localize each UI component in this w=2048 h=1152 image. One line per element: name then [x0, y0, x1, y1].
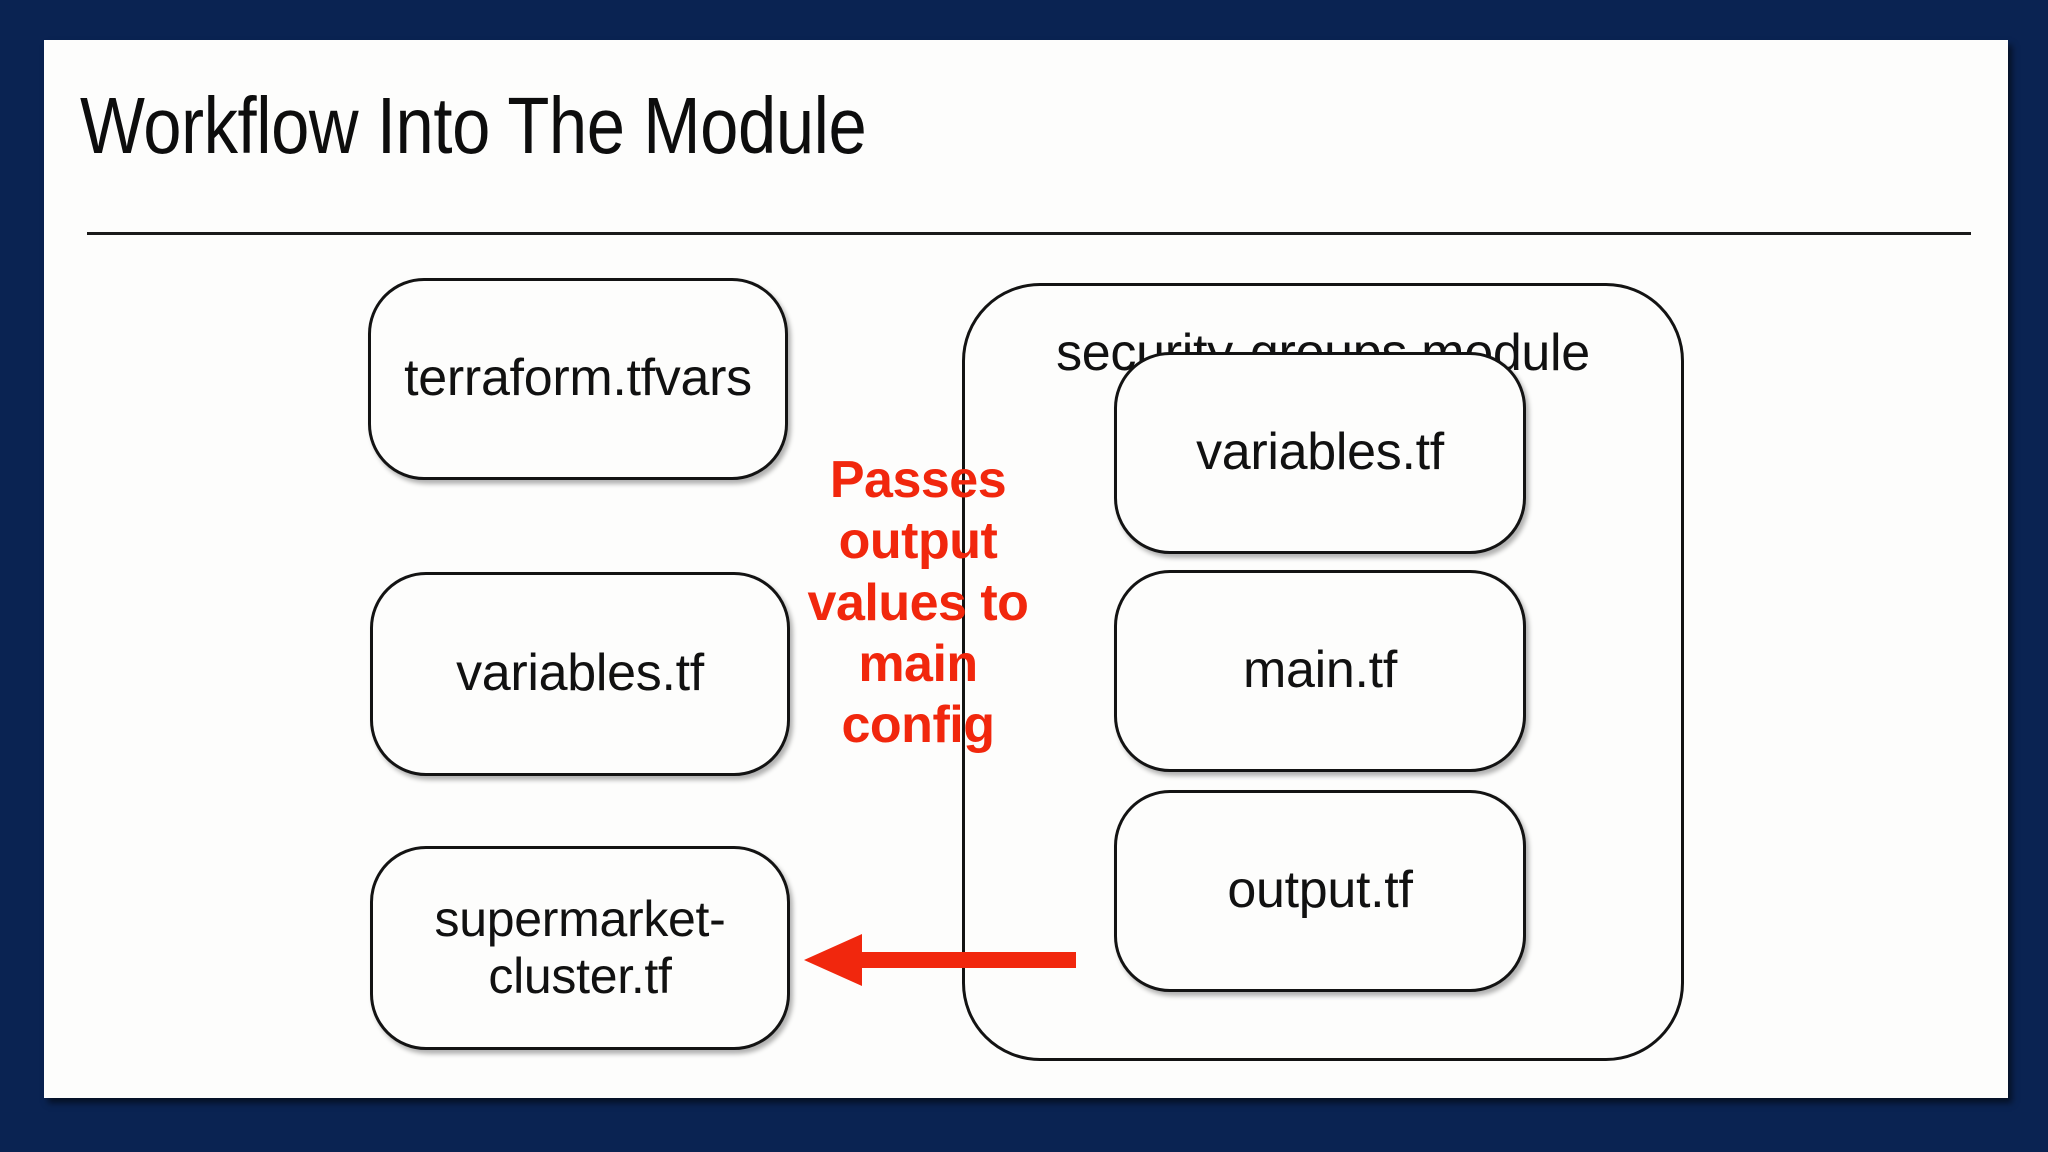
page-title: Workflow Into The Module	[80, 81, 867, 170]
security-groups-module-container[interactable]	[962, 283, 1684, 1061]
node-main-tf[interactable]: main.tf	[1114, 570, 1526, 772]
slide-card: Workflow Into The Module terraform.tfvar…	[44, 40, 2008, 1098]
node-supermarket-cluster-tf[interactable]: supermarket-cluster.tf	[370, 846, 790, 1050]
title-divider	[87, 232, 1971, 235]
node-variables-tf-module[interactable]: variables.tf	[1114, 352, 1526, 554]
workflow-diagram: terraform.tfvars variables.tf supermarke…	[44, 40, 2008, 1098]
node-terraform-tfvars[interactable]: terraform.tfvars	[368, 278, 788, 480]
node-supermarket-label: supermarket-cluster.tf	[434, 891, 726, 1004]
node-variables-tf-root[interactable]: variables.tf	[370, 572, 790, 776]
passes-output-annotation: Passes output values to main config	[807, 451, 1029, 755]
node-output-tf[interactable]: output.tf	[1114, 790, 1526, 992]
